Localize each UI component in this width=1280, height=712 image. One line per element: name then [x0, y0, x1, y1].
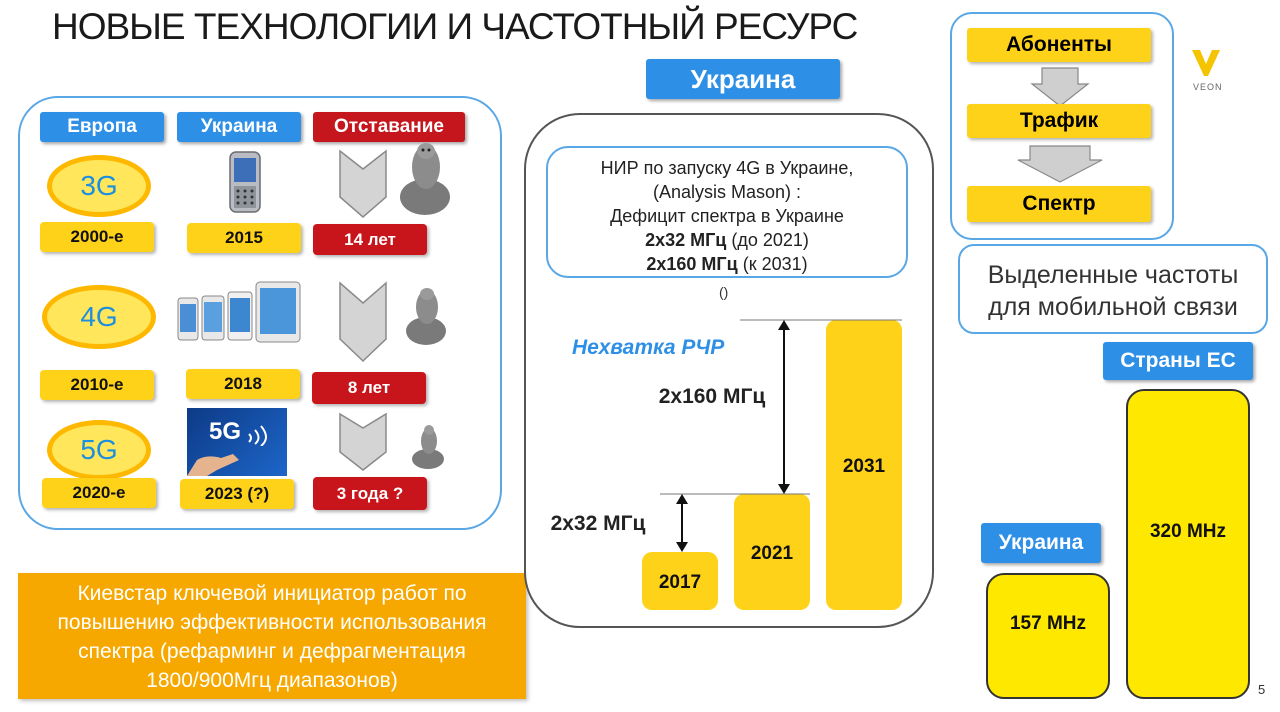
label-eu-countries: Страны ЕС: [1103, 342, 1253, 380]
research-line-2: (Analysis Mason) :: [652, 182, 802, 202]
europe-year-4g: 2010-е: [40, 370, 154, 400]
ghost-figure-icon: [406, 288, 446, 345]
ukraine-year-3g: 2015: [187, 223, 301, 253]
spectrum-deficit-chart: 2017 2021 2031 2х32 МГц 2х160 МГц: [551, 319, 902, 610]
hand-phone-icon: [187, 454, 239, 476]
small-mark: (): [719, 284, 729, 300]
mobile-phone-icon: [229, 151, 261, 213]
arrow-down-icon: [1017, 145, 1103, 183]
double-arrow-32-head: [676, 542, 688, 552]
tech-oval-3g: 3G: [47, 155, 151, 217]
research-line-3: Дефицит спектра в Украине: [610, 206, 844, 226]
chart-bar-label: 2021: [751, 543, 794, 564]
research-line-1: НИР по запуску 4G в Украине,: [600, 158, 854, 178]
research-line-4-bold: 2х32 МГц: [645, 230, 727, 250]
page-number: 5: [1258, 682, 1266, 697]
research-line-4-rest: (до 2021): [726, 230, 809, 250]
smartphones-icon: [177, 281, 301, 343]
chart-bar-2017: [642, 552, 718, 610]
kyivstar-note-box: Киевстар ключевой инициатор работ по пов…: [18, 573, 526, 699]
bar-eu: 320 MHz: [1126, 389, 1250, 699]
chevron-down-arrow-icon: [339, 412, 387, 471]
research-line-5-rest: (к 2031): [737, 254, 808, 274]
label-ukraine-right: Украина: [981, 523, 1101, 563]
veon-logo-text: VEON: [1193, 82, 1223, 92]
header-ukraine: Украина: [177, 112, 301, 142]
chevron-down-arrow-icon: [339, 281, 387, 363]
double-arrow-160-head: [778, 320, 790, 330]
flow-traffic: Трафик: [967, 104, 1151, 138]
lag-4g: 8 лет: [312, 372, 426, 404]
ukraine-year-5g: 2023 (?): [180, 479, 294, 509]
bar-ukraine-value: 157 MHz: [1009, 613, 1087, 634]
allocated-title-line2: для мобильной связи: [988, 293, 1238, 321]
bar-eu-value: 320 MHz: [1149, 521, 1227, 542]
kyivstar-note-text: Киевстар ключевой инициатор работ по пов…: [57, 582, 487, 692]
chart-bar-2021: [734, 494, 810, 610]
header-europe: Европа: [40, 112, 164, 142]
header-ukraine-middle: Украина: [646, 59, 840, 99]
flow-spectrum: Спектр: [967, 186, 1151, 222]
veon-logo-icon: [1192, 50, 1220, 76]
chart-bar-label: 2031: [843, 456, 886, 477]
lag-5g: 3 года ?: [313, 477, 427, 510]
allocated-title-line1: Выделенные частоты: [987, 261, 1239, 289]
allocated-frequencies-box: Выделенные частоты для мобильной связи: [958, 244, 1268, 334]
tech-oval-4g: 4G: [42, 285, 156, 349]
chevron-down-arrow-icon: [339, 149, 387, 218]
lag-3g: 14 лет: [313, 224, 427, 255]
europe-year-5g: 2020-е: [42, 478, 156, 508]
ukraine-year-4g: 2018: [186, 369, 300, 399]
chart-annotation: 2х160 МГц: [659, 385, 766, 408]
research-line-5: 2х160 МГц (к 2031): [548, 252, 906, 276]
research-line-5-bold: 2х160 МГц: [646, 254, 738, 274]
double-arrow-32-head: [676, 494, 688, 504]
chart-annotation: 2х32 МГц: [551, 512, 646, 535]
chart-bar-2031: [826, 320, 902, 610]
europe-year-3g: 2000-е: [40, 222, 154, 252]
arrow-down-icon: [1030, 67, 1090, 107]
5g-image: 5G: [187, 408, 287, 476]
research-box: НИР по запуску 4G в Украине, (Analysis M…: [546, 146, 908, 278]
tech-oval-5g: 5G: [47, 420, 151, 480]
signal-waves-icon: [248, 425, 267, 446]
header-lag: Отставание: [313, 112, 465, 142]
bar-ukraine: 157 MHz: [986, 573, 1110, 699]
chart-bar-label: 2017: [659, 572, 701, 593]
research-line-4: 2х32 МГц (до 2021): [548, 228, 906, 252]
ghost-figure-icon: [400, 143, 450, 215]
flow-subscribers: Абоненты: [967, 28, 1151, 62]
5g-image-label: 5G: [209, 418, 242, 445]
shortage-label: Нехватка РЧР: [572, 336, 725, 359]
double-arrow-160-head: [778, 484, 790, 494]
ghost-figure-icon: [412, 425, 444, 469]
page-title: НОВЫЕ ТЕХНОЛОГИИ И ЧАСТОТНЫЙ РЕСУРС: [52, 6, 858, 47]
